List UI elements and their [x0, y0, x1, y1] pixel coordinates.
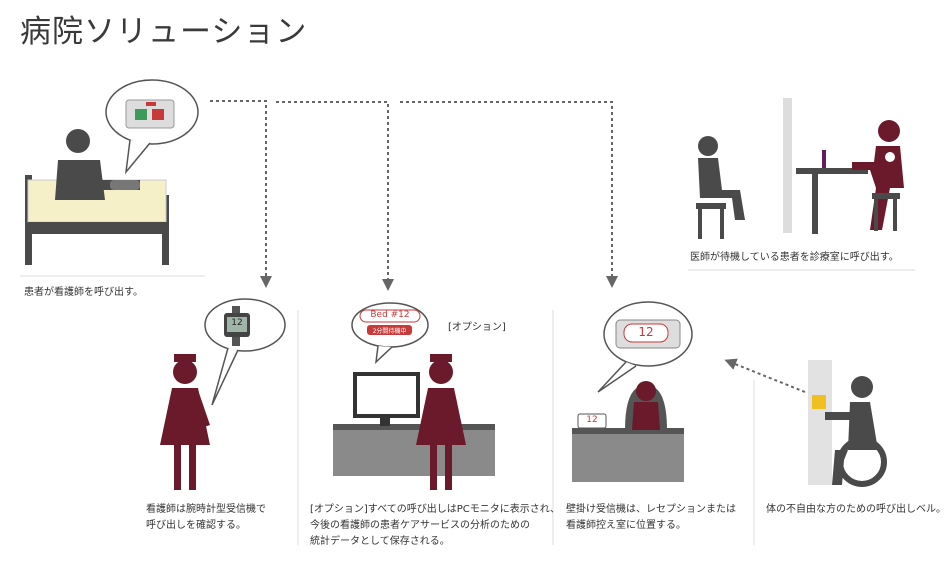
patient-bed-illustration: [25, 129, 169, 265]
option-label: [オプション]: [448, 322, 506, 333]
reception-illustration: [572, 381, 684, 482]
caption-doctor: 医師が待機している患者を診療室に呼び出す。: [690, 252, 899, 263]
caption-watch-line-1: 看護師は腕時計型受信機で: [146, 504, 266, 515]
caption-pc: [オプション]すべての呼び出しはPCモニタに表示され、 今後の看護師の患者ケアサ…: [310, 502, 560, 550]
caption-wall-line-2: 看護師控え室に位置する。: [566, 520, 686, 531]
flow-arrows: [210, 100, 806, 393]
arrow-from-wheelchair: [724, 358, 806, 393]
desk-receiver-number: 12: [586, 415, 598, 425]
arrow-to-watch: [210, 100, 272, 288]
watch-bubble: [204, 298, 286, 406]
arrow-to-pc: [276, 101, 394, 291]
caption-wall-line-1: 壁掛け受信機は、レセプションまたは: [566, 504, 736, 515]
caption-patient: 患者が看護師を呼び出す。: [24, 287, 143, 298]
watch-number: 12: [231, 318, 243, 328]
wall-receiver-bubble: [597, 301, 693, 393]
pc-desk-illustration: [333, 354, 495, 490]
caption-watch-line-2: 呼び出しを確認する。: [146, 520, 246, 531]
arrow-to-wall: [400, 101, 618, 288]
call-button-bubble: [105, 79, 199, 175]
bed-alert-label: Bed #12: [370, 310, 410, 320]
bed-alert-sub: 2分間待機中: [372, 328, 407, 335]
doctor-patient-illustration: [696, 98, 904, 239]
wall-receiver-number: 12: [638, 325, 654, 339]
caption-wheelchair: 体の不自由な方のための呼び出しベル。: [766, 504, 946, 515]
caption-pc-line-3: 統計データとして保存される。: [310, 536, 450, 547]
caption-watch: 看護師は腕時計型受信機で 呼び出しを確認する。: [146, 502, 266, 534]
nurse-watch-illustration: [160, 354, 210, 490]
separators: [20, 269, 915, 545]
bed-alert-bubble: [351, 302, 429, 364]
caption-pc-line-2: 今後の看護師の患者ケアサービスの分析のための: [310, 520, 530, 531]
caption-pc-line-1: [オプション]すべての呼び出しはPCモニタに表示され、: [310, 504, 560, 515]
page-title: 病院ソリューション: [20, 14, 308, 50]
caption-wall: 壁掛け受信機は、レセプションまたは 看護師控え室に位置する。: [566, 502, 736, 534]
wheelchair-illustration: [808, 360, 887, 487]
